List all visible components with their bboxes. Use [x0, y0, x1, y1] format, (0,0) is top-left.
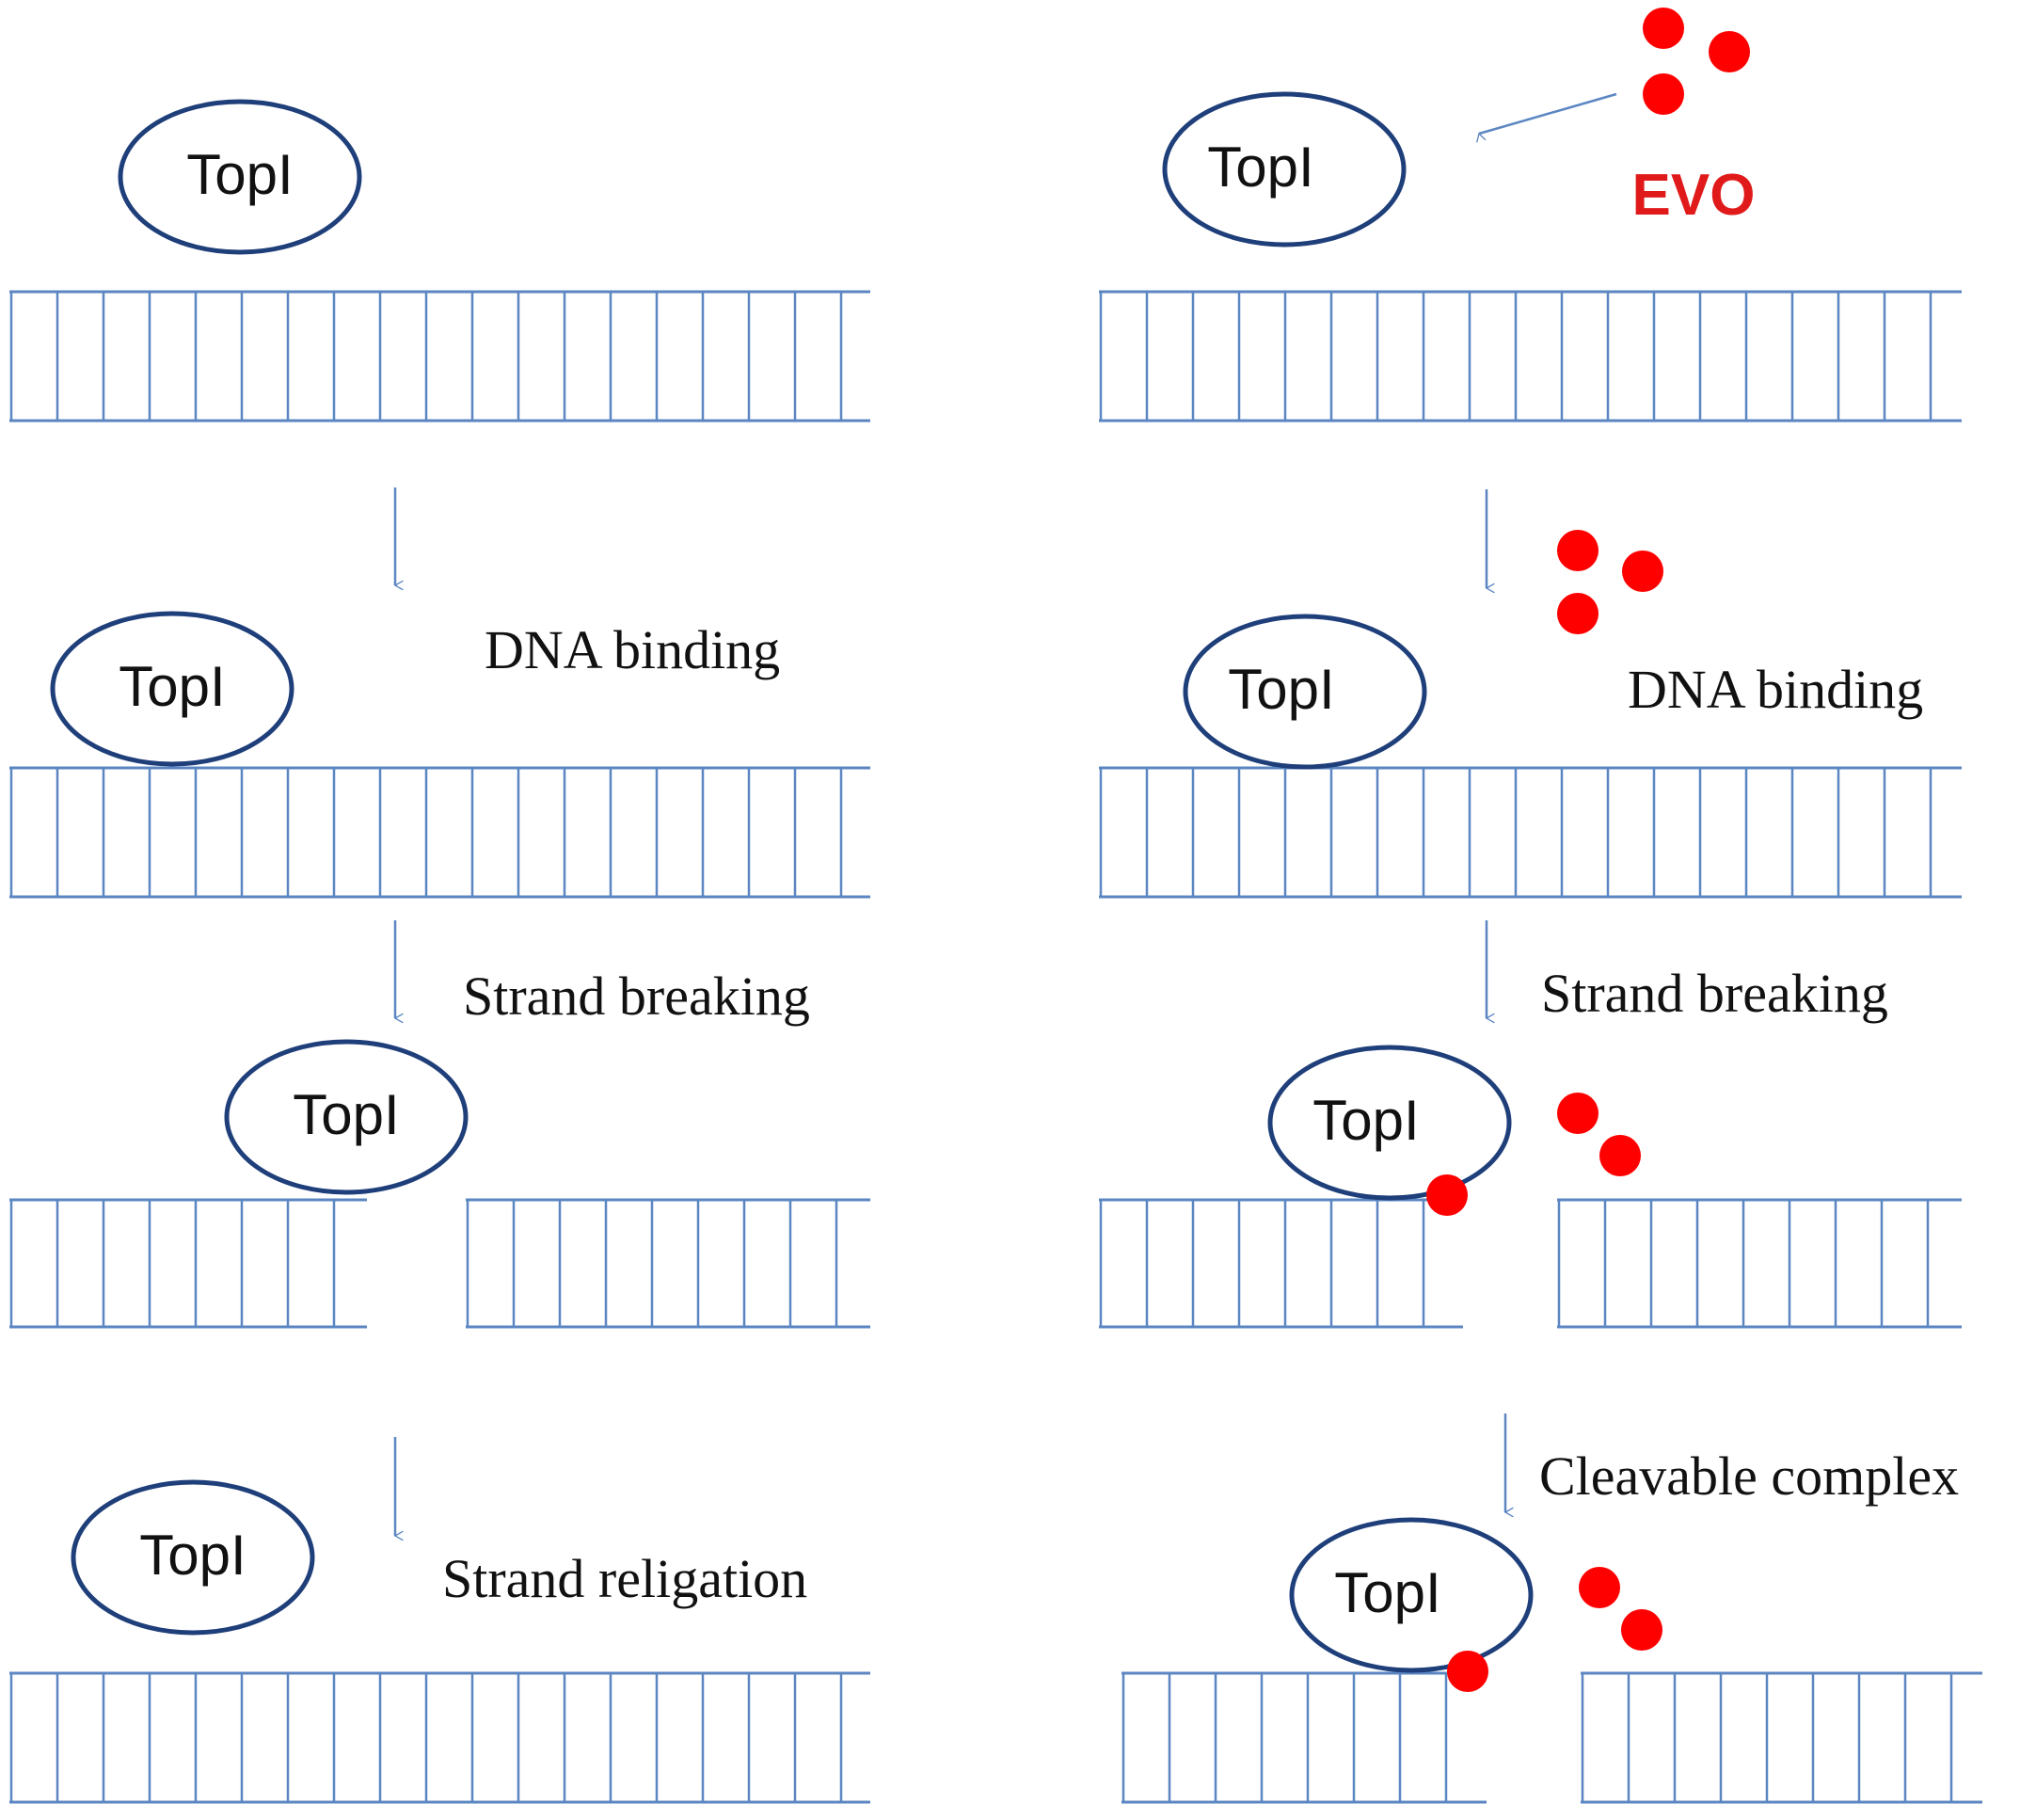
dna-strand-right-3 — [1099, 1198, 1962, 1329]
step-label-right-2: Strand breaking — [1541, 963, 1888, 1024]
step-label-right-3: Cleavable complex — [1539, 1445, 1959, 1507]
topi-label: TopI — [1334, 1561, 1440, 1624]
dna-strand-left-2 — [9, 766, 870, 899]
step-label-left-1: DNA binding — [485, 619, 780, 680]
dna-strand-left-3 — [9, 1198, 870, 1329]
topi-label: TopI — [139, 1524, 246, 1587]
evo-molecule-bound — [1426, 1174, 1468, 1216]
evo-molecule — [1557, 593, 1599, 634]
topi-enzyme-right-1: TopI — [1162, 91, 1407, 247]
evo-label: EVO — [1632, 163, 1756, 228]
topi-label: TopI — [1228, 658, 1334, 721]
evo-molecules-complex — [1447, 1567, 1662, 1692]
topi-enzyme-right-2: TopI — [1183, 614, 1427, 770]
evo-molecule — [1643, 8, 1684, 49]
evo-molecules-breaking — [1426, 1093, 1641, 1216]
topi-enzyme-left-4: TopI — [71, 1479, 315, 1636]
evo-molecule-bound — [1447, 1651, 1488, 1692]
evo-molecule — [1709, 31, 1750, 72]
evo-molecule — [1557, 530, 1599, 571]
evo-molecule — [1599, 1135, 1641, 1176]
step-label-left-2: Strand breaking — [463, 966, 810, 1027]
evo-molecule — [1622, 551, 1663, 592]
evo-molecule — [1643, 73, 1684, 115]
step-label-right-1: DNA binding — [1628, 659, 1923, 720]
step-label-left-3: Strand religation — [442, 1548, 807, 1609]
dna-strand-right-2 — [1099, 766, 1962, 899]
topi-enzyme-right-4: TopI — [1289, 1517, 1534, 1673]
topi-label: TopI — [1207, 136, 1313, 199]
topi-enzyme-left-1: TopI — [118, 99, 362, 255]
evo-approach-arrow — [1479, 92, 1617, 134]
topi-label: TopI — [119, 655, 225, 718]
evo-molecules-top — [1643, 8, 1750, 115]
dna-strand-right-1 — [1099, 290, 1962, 423]
evo-molecule — [1621, 1609, 1662, 1651]
evo-molecule — [1557, 1093, 1599, 1134]
dna-strand-left-1 — [9, 290, 870, 423]
topi-enzyme-left-2: TopI — [50, 611, 294, 767]
topi-enzyme-right-3: TopI — [1267, 1045, 1512, 1201]
topi-label: TopI — [293, 1083, 399, 1146]
evo-molecules-binding — [1557, 530, 1663, 634]
evo-molecule — [1579, 1567, 1620, 1608]
topi-label: TopI — [1312, 1089, 1419, 1152]
dna-strand-right-4 — [1121, 1671, 1982, 1804]
topi-label: TopI — [186, 143, 293, 206]
topi-enzyme-left-3: TopI — [224, 1039, 469, 1195]
dna-strand-left-4 — [9, 1671, 870, 1804]
